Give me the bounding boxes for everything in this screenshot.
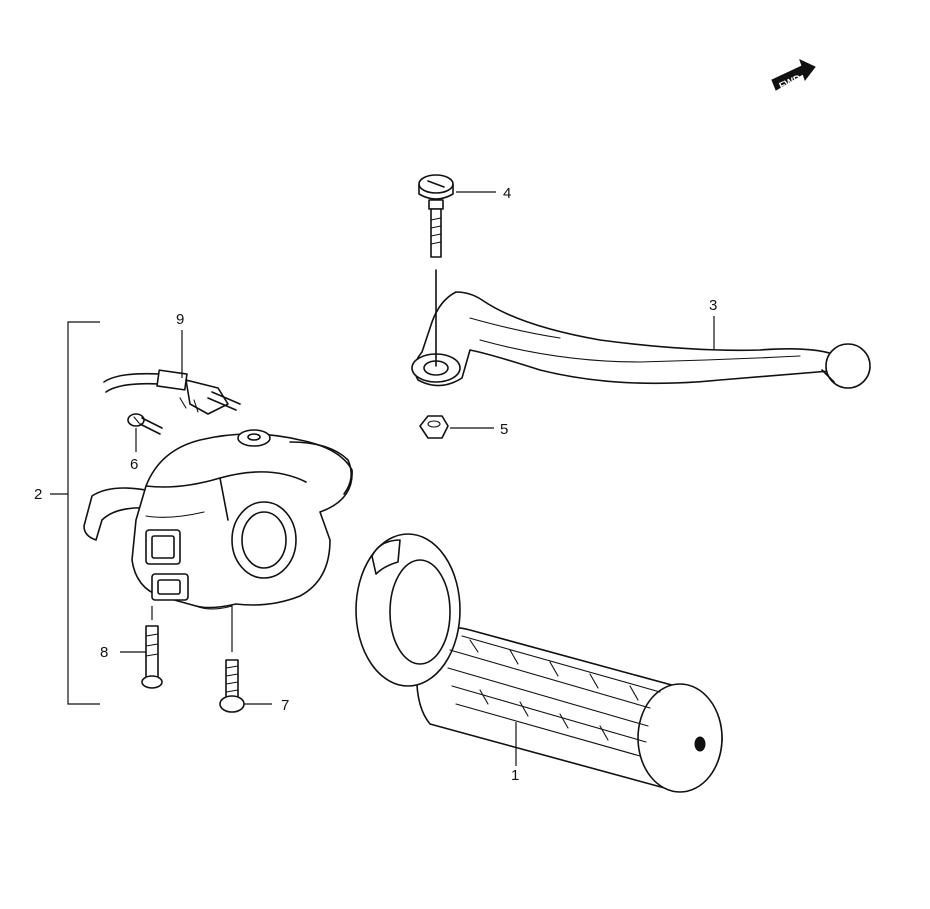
- leader-lines: [50, 191, 715, 766]
- grip-part-1: [355, 533, 723, 793]
- bolt-part-4: [418, 174, 454, 258]
- leader-2-bracket: [67, 321, 100, 705]
- callout-2: 2: [34, 486, 42, 503]
- nut-part-5: [419, 415, 449, 439]
- callout-7: 7: [281, 697, 289, 714]
- screw-part-8: [141, 625, 163, 689]
- callout-6: 6: [130, 456, 138, 473]
- screw-part-6: [127, 413, 163, 435]
- callout-1: 1: [511, 767, 519, 784]
- callout-8: 8: [100, 644, 108, 661]
- callout-3: 3: [709, 297, 717, 314]
- switch-housing-part-2: [83, 429, 353, 610]
- wire-connector-part-9: [103, 369, 241, 415]
- screw-part-7: [219, 659, 245, 713]
- callout-9: 9: [176, 311, 184, 328]
- lever-part-3: [411, 269, 871, 389]
- callout-5: 5: [500, 421, 508, 438]
- fwd-arrow-icon: FWD: [771, 59, 816, 92]
- callout-4: 4: [503, 185, 511, 202]
